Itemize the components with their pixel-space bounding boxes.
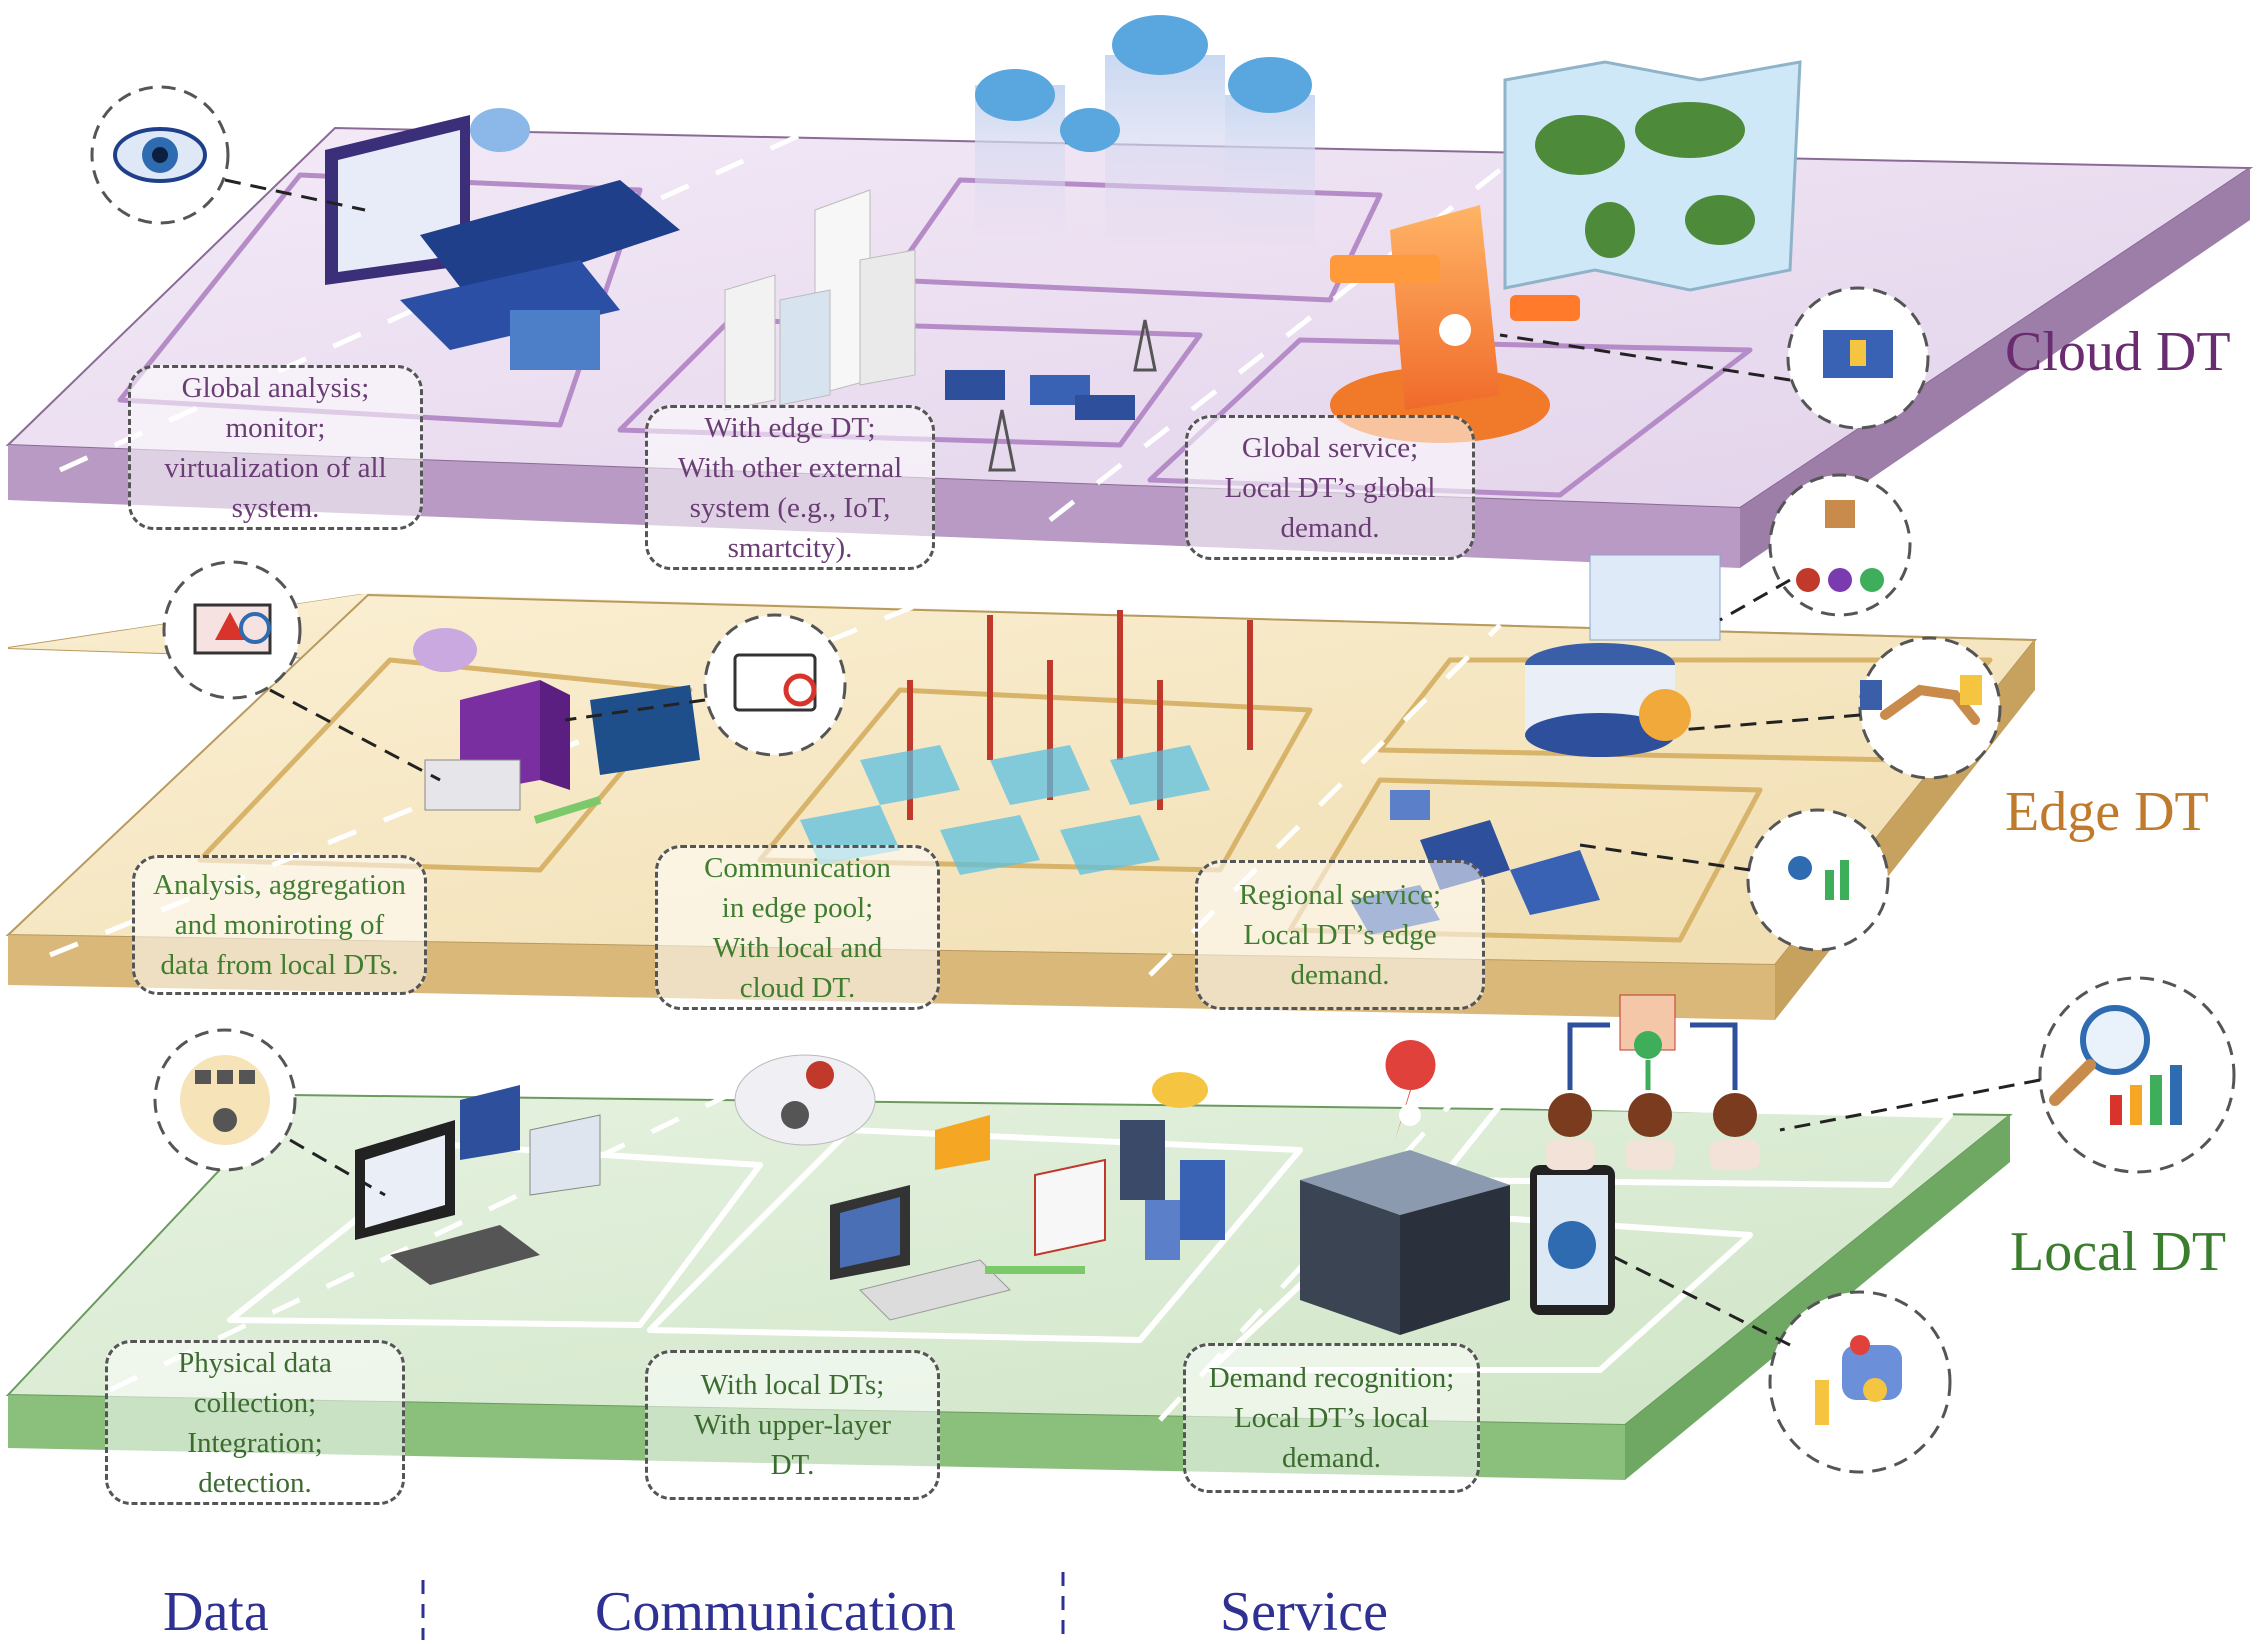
local-data-box: Physical data collection; Integration; d… — [105, 1340, 405, 1505]
edge-data-box: Analysis, aggregation and moniroting of … — [132, 855, 427, 995]
user-profile-icon — [1545, 994, 1760, 1170]
column-data-label: Data — [163, 1581, 269, 1643]
cloud-layer — [5, 15, 2254, 568]
map-icon — [1503, 60, 1802, 292]
cloud-communication-box: With edge DT; With other external system… — [645, 405, 935, 570]
database-icon — [1525, 554, 1721, 757]
icon-glyphs — [113, 127, 2182, 1425]
edge-tower-cluster — [800, 610, 1253, 875]
cloud-plate-side — [1740, 168, 2250, 568]
local-server-icon — [1120, 1072, 1225, 1260]
column-service-label: Service — [1220, 1581, 1388, 1643]
user-distribution-icon — [1768, 473, 1912, 617]
local-region — [647, 1127, 1303, 1343]
growth-icon — [1746, 808, 1890, 952]
edge-service-box: Regional service; Local DT’s edge demand… — [1195, 860, 1485, 1010]
cloud-server-icon — [975, 15, 1315, 245]
edge-region — [1287, 777, 1763, 943]
workstation-icon — [355, 1085, 601, 1285]
analysis-magnifier-icon — [2038, 976, 2236, 1174]
local-service-box: Demand recognition; Local DT’s local dem… — [1183, 1343, 1480, 1493]
local-region — [1437, 1102, 1953, 1188]
edge-dt-label: Edge DT — [2005, 781, 2209, 843]
local-communication-box: With local DTs; With upper-layer DT. — [645, 1350, 940, 1500]
cloud-region — [617, 317, 1203, 448]
column-communication-label: Communication — [595, 1581, 956, 1643]
cloud-service-box: Global service; Local DT’s global demand… — [1185, 415, 1475, 560]
smartcity-buildings — [724, 189, 916, 411]
cloud-dt-label: Cloud DT — [2005, 321, 2231, 383]
cloud-gear-icon — [734, 1054, 1106, 1321]
edge-communication-box: Communication in edge pool; With local a… — [655, 845, 940, 1010]
tower-icon — [945, 319, 1157, 472]
cloud-data-box: Global analysis; monitor; virtualization… — [128, 365, 423, 530]
cloud-region — [887, 177, 1383, 303]
local-road-dash — [108, 1077, 762, 1393]
server-rack-icon — [413, 628, 700, 824]
dashboard-icon — [325, 108, 680, 370]
local-dt-label: Local DT — [2010, 1221, 2227, 1283]
local-plate-side — [1625, 1115, 2010, 1480]
edge-region — [1377, 657, 1993, 763]
building-icon — [1300, 1040, 1615, 1335]
edge-layer — [5, 554, 2038, 1020]
edge-region — [757, 687, 1313, 873]
leader-lines — [224, 178, 2041, 1347]
